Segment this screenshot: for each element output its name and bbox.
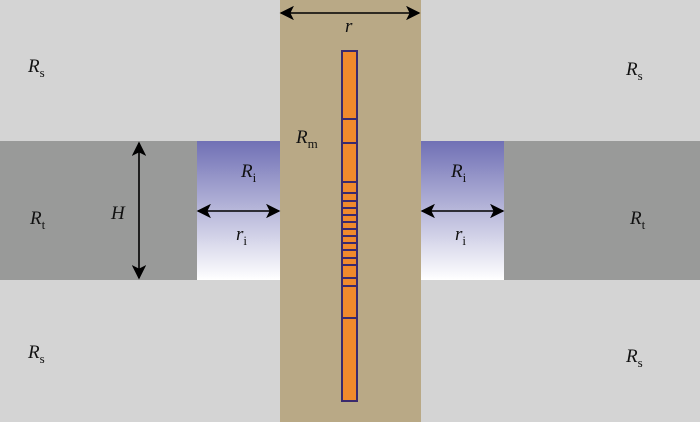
shoulder-resistivity-label-bottom-right: Rs <box>625 346 643 370</box>
shoulder-resistivity-label-bottom-left: Rs <box>27 342 45 366</box>
logging-tool <box>341 50 358 402</box>
true-resistivity-label-left: Rt <box>29 208 46 232</box>
shoulder-resistivity-label-top-right: Rs <box>625 59 643 83</box>
true-resistivity-label-right: Rt <box>629 208 646 232</box>
mud-resistivity-label: Rm <box>295 127 318 151</box>
invaded-resistivity-label-left: Ri <box>240 161 257 185</box>
invaded-resistivity-label-right: Ri <box>450 161 467 185</box>
shoulder-resistivity-label-top-left: Rs <box>27 56 45 80</box>
thickness-label: H <box>110 203 126 224</box>
borehole-radius-label: r <box>345 16 353 37</box>
invasion-radius-label-left: ri <box>236 224 247 248</box>
invasion-radius-label-right: ri <box>455 224 466 248</box>
tool-body <box>341 50 358 402</box>
